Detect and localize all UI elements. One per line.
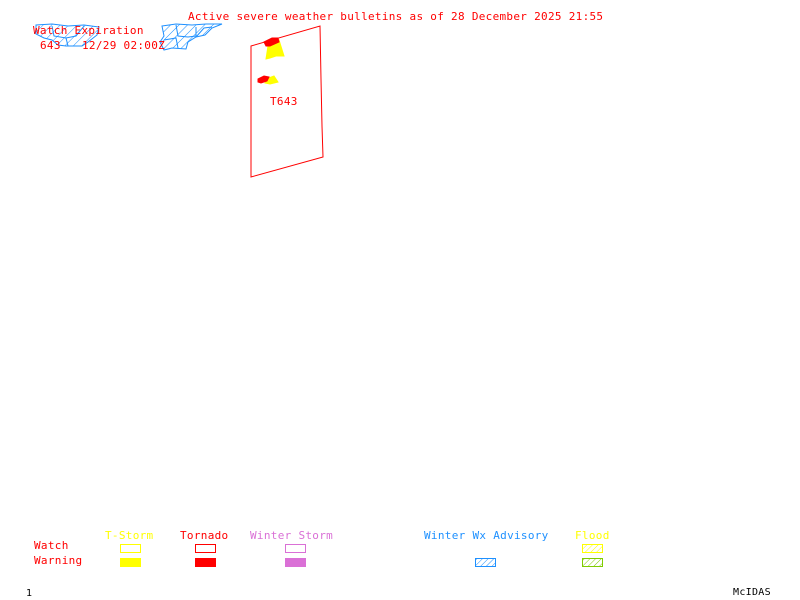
legend-flood-warning-swatch — [582, 558, 603, 567]
tornado-warning-polygon[interactable] — [263, 37, 280, 47]
legend-winterstorm-label: Winter Storm — [250, 529, 334, 542]
legend-winterwx-advisory-label: Winter Wx Advisory — [424, 529, 549, 542]
legend-flood-label: Flood — [575, 529, 610, 542]
legend-tornado-warning-swatch — [195, 558, 216, 567]
legend-flood-watch-swatch — [582, 544, 603, 553]
tornado-warning-polygon[interactable] — [257, 75, 270, 84]
legend-winterstorm-watch-swatch — [285, 544, 306, 553]
legend-tornado-watch-swatch — [195, 544, 216, 553]
legend-tornado-label: Tornado — [180, 529, 229, 542]
legend-row-watch: Watch — [34, 539, 69, 552]
watch-expiration-number: 643 — [40, 39, 61, 52]
watch-expiration-label: Watch Expiration — [33, 24, 144, 37]
legend-tstorm-watch-swatch — [120, 544, 141, 553]
watch-expiration-time: 12/29 02:00Z — [82, 39, 166, 52]
legend-winterwx-advisory-swatch — [475, 558, 496, 567]
tstorm-warning-polygon[interactable] — [264, 75, 279, 85]
watch-polygon-label: T643 — [270, 95, 298, 108]
legend-row-warning: Warning — [34, 554, 83, 567]
bulletin-title: Active severe weather bulletins as of 28… — [188, 10, 604, 23]
frame-number: 1 — [26, 588, 33, 599]
software-label: McIDAS — [733, 587, 771, 598]
legend-winterstorm-warning-swatch — [285, 558, 306, 567]
advisory-area-west — [35, 23, 100, 47]
advisory-area-east — [159, 23, 223, 51]
legend-tstorm-label: T-Storm — [105, 529, 154, 542]
legend-tstorm-warning-swatch — [120, 558, 141, 567]
watch-polygon-t643[interactable] — [250, 25, 324, 178]
legend-swatches — [120, 544, 603, 567]
